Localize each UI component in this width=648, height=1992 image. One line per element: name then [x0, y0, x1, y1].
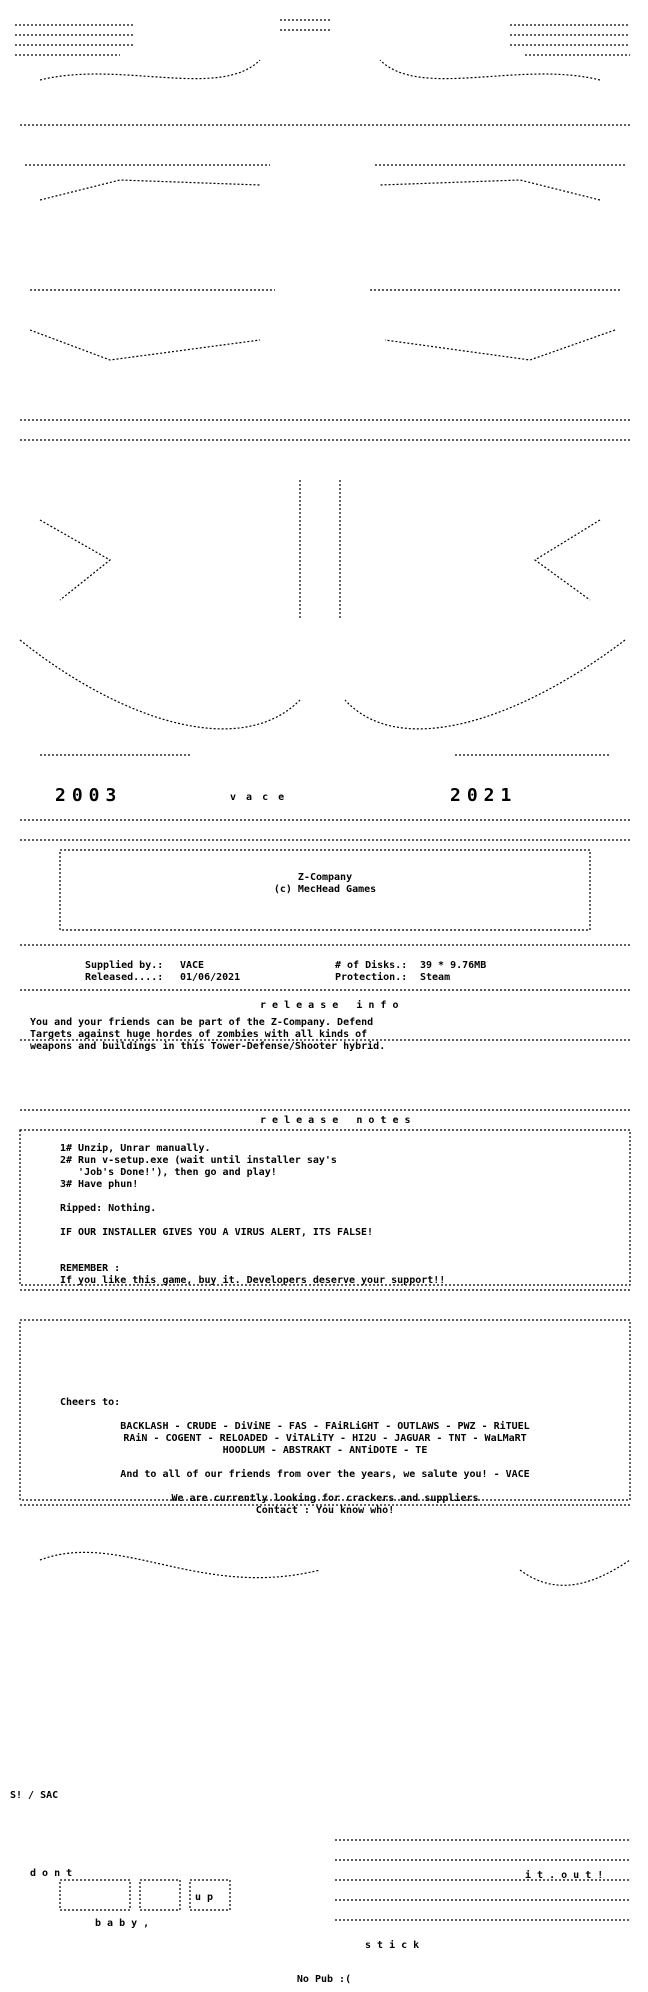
disks-value: 39 * 9.76MB [420, 960, 487, 971]
group-name: v a c e [230, 792, 287, 803]
footer-stick: s t i c k [365, 1940, 420, 1951]
release-info-line: Targets against huge hordes of zombies w… [30, 1029, 368, 1040]
greets-line: RAiN - COGENT - RELOADED - ViTALiTY - HI… [123, 1433, 527, 1444]
footer-baby: b a b y , [95, 1918, 150, 1929]
released-label: Released....: [85, 972, 164, 983]
virus-warning: IF OUR INSTALLER GIVES YOU A VIRUS ALERT… [60, 1227, 374, 1238]
game-copyright: (c) MecHead Games [273, 884, 377, 895]
looking-line: We are currently looking for crackers an… [171, 1493, 479, 1504]
protection-label: Protection.: [335, 972, 408, 983]
disks-label: # of Disks.: [335, 960, 408, 971]
greets-line: BACKLASH - CRUDE - DiViNE - FAS - FAiRLi… [120, 1421, 530, 1432]
salute-line: And to all of our friends from over the … [120, 1469, 530, 1480]
supplied-by-value: VACE [180, 960, 205, 971]
year-left: 2003 [55, 785, 123, 806]
greets-line: HOODLUM - ABSTRAKT - ANTiDOTE - TE [222, 1445, 428, 1456]
footer-up: u p [195, 1892, 214, 1903]
game-title: Z-Company [297, 872, 353, 883]
release-info-heading: r e l e a s e i n f o [260, 1000, 399, 1011]
year-right: 2021 [450, 785, 518, 806]
ripped-note: Ripped: Nothing. [60, 1203, 157, 1214]
released-value: 01/06/2021 [180, 972, 241, 983]
remember-label: REMEMBER : [60, 1263, 121, 1274]
install-step: 'Job's Done!'), then go and play! [60, 1167, 277, 1178]
supplied-by-label: Supplied by.: [85, 960, 164, 971]
release-notes-heading: r e l e a s e n o t e s [260, 1115, 411, 1126]
install-step: 1# Unzip, Unrar manually. [60, 1143, 211, 1154]
cheers-label: Cheers to: [60, 1397, 121, 1408]
contact-line: Contact : You know who! [255, 1505, 395, 1516]
support-note: If you like this game, buy it. Developer… [60, 1275, 446, 1286]
protection-value: Steam [420, 972, 451, 983]
release-info-line: You and your friends can be part of the … [30, 1017, 374, 1028]
no-pub: No Pub :( [296, 1974, 352, 1985]
signature: S! / SAC [10, 1790, 59, 1801]
install-step: 2# Run v-setup.exe (wait until installer… [60, 1155, 337, 1166]
install-step: 3# Have phun! [60, 1179, 139, 1190]
footer-itout: i t . o u t ! [525, 1870, 604, 1881]
footer-dont: d o n t [30, 1868, 73, 1879]
release-info-line: weapons and buildings in this Tower-Defe… [30, 1041, 386, 1052]
